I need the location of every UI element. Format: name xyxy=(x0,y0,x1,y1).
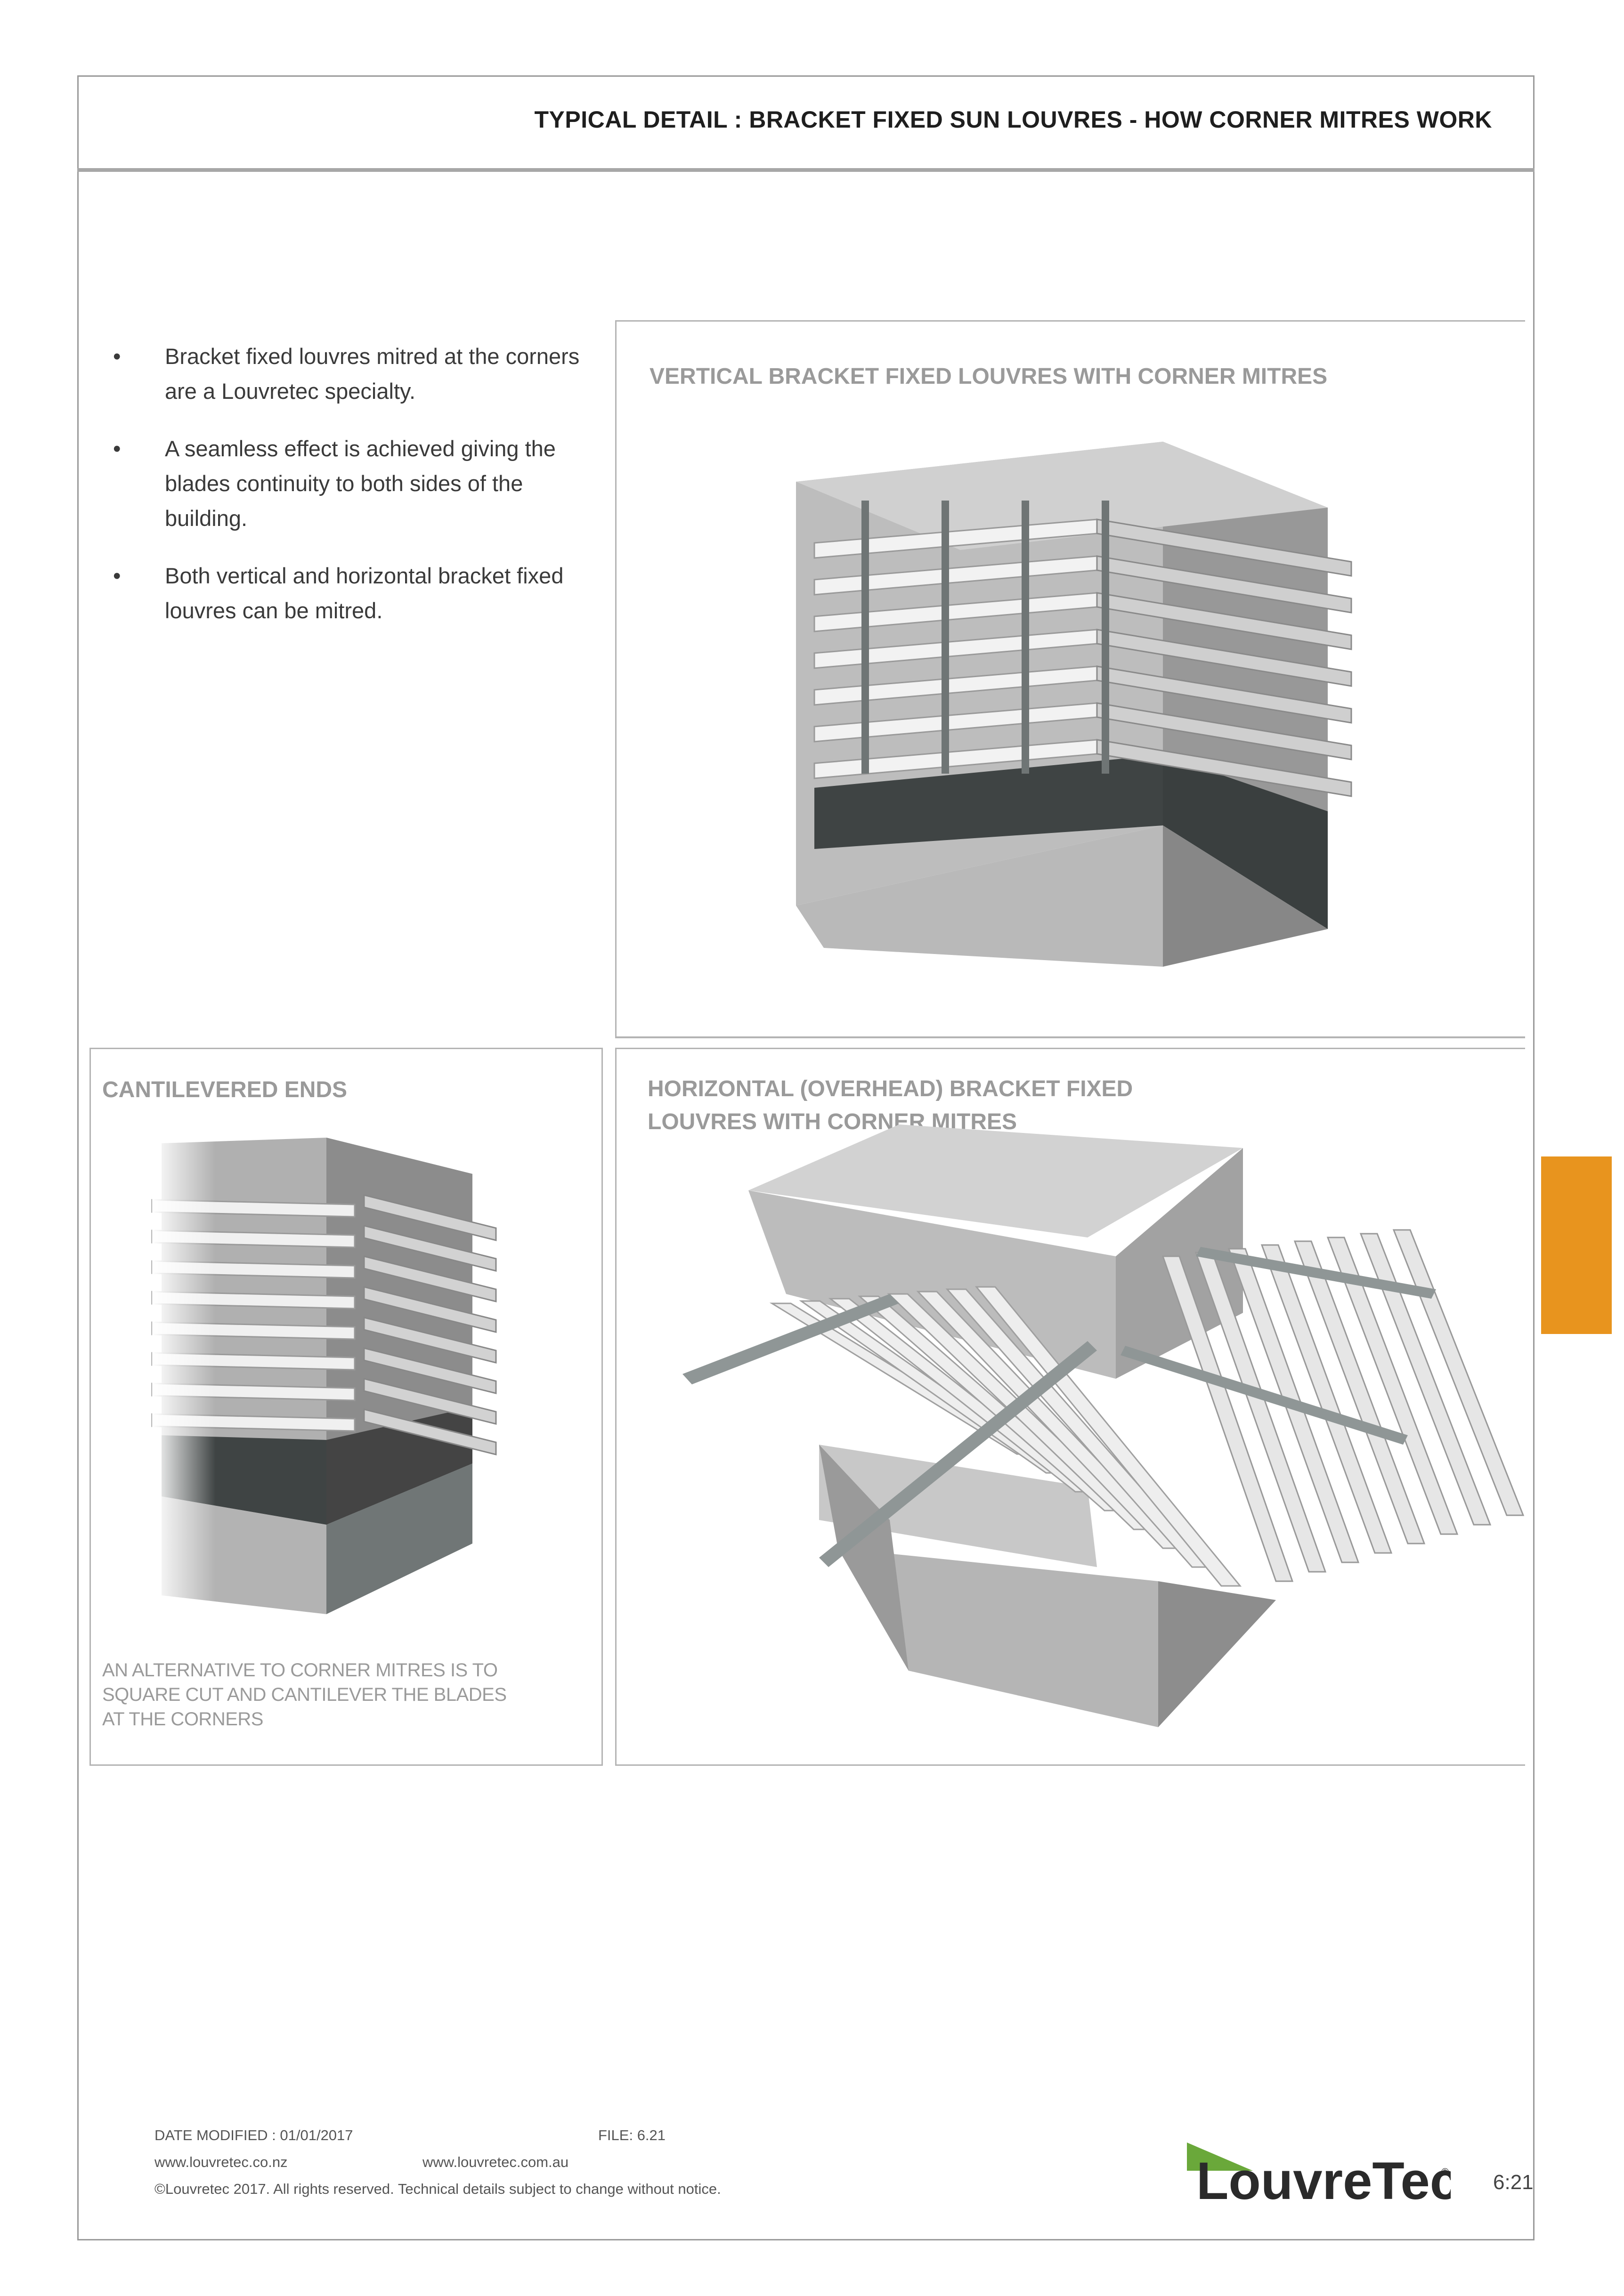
vertical-louvres-illustration xyxy=(796,442,1352,967)
website-nz: www.louvretec.co.nz xyxy=(154,2154,288,2170)
louvre-blade xyxy=(363,1225,497,1272)
page-title: TYPICAL DETAIL : BRACKET FIXED SUN LOUVR… xyxy=(534,106,1492,133)
feature-list: •Bracket fixed louvres mitred at the cor… xyxy=(113,339,584,651)
louvre-blade xyxy=(1359,1233,1492,1526)
panel-title: HORIZONTAL (OVERHEAD) BRACKET FIXED LOUV… xyxy=(648,1076,1133,1134)
louvre-blade xyxy=(1260,1244,1393,1554)
louvre-blade xyxy=(1121,1346,1408,1445)
horizontal-louvres-illustration xyxy=(682,1124,1525,1727)
bullet-icon: • xyxy=(113,344,121,369)
title-divider xyxy=(77,168,1535,172)
panel-title: VERTICAL BRACKET FIXED LOUVRES WITH CORN… xyxy=(650,364,1328,389)
list-item: •Bracket fixed louvres mitred at the cor… xyxy=(113,339,584,409)
page-number: 6:21 xyxy=(1493,2171,1534,2194)
louvre-blade xyxy=(363,1347,497,1394)
louvre-blade xyxy=(1196,1247,1436,1299)
file-number: FILE: 6.21 xyxy=(598,2127,666,2143)
louvre-blade xyxy=(1096,518,1352,577)
support-bracket xyxy=(1102,501,1109,774)
bullet-icon: • xyxy=(113,563,121,588)
louvre-blade xyxy=(1161,1255,1294,1582)
horizontal-louvres-panel: HORIZONTAL (OVERHEAD) BRACKET FIXED LOUV… xyxy=(615,1048,1525,1766)
louvre-blade xyxy=(363,1408,497,1455)
website-au: www.louvretec.com.au xyxy=(422,2154,569,2170)
louvre-blade xyxy=(363,1378,497,1425)
support-bracket xyxy=(1022,501,1029,774)
bullet-icon: • xyxy=(113,436,121,461)
louvre-blade xyxy=(682,1294,899,1384)
page-frame xyxy=(77,75,1535,2240)
svg-text:LouvreTec: LouvreTec xyxy=(1196,2151,1451,2210)
louvre-blade xyxy=(363,1286,497,1333)
copyright: ©Louvretec 2017. All rights reserved. Te… xyxy=(154,2181,721,2197)
support-bracket xyxy=(942,501,949,774)
svg-text:®: ® xyxy=(1441,2166,1449,2178)
list-item: •Both vertical and horizontal bracket fi… xyxy=(113,558,584,628)
louvre-blade xyxy=(1293,1240,1426,1544)
vertical-louvres-panel: VERTICAL BRACKET FIXED LOUVRES WITH CORN… xyxy=(615,320,1525,1038)
louvre-blade xyxy=(363,1255,497,1302)
cantilevered-ends-panel: CANTILEVERED ENDS AN ALTERNATIVE TO CORN… xyxy=(89,1048,603,1766)
louvre-blade xyxy=(819,1341,1097,1567)
list-item: •A seamless effect is achieved giving th… xyxy=(113,431,584,536)
louvre-blade xyxy=(1096,665,1352,724)
panel-title: CANTILEVERED ENDS xyxy=(102,1077,348,1102)
louvre-blade xyxy=(1096,629,1352,687)
panel-caption: AN ALTERNATIVE TO CORNER MITRES IS TO SQ… xyxy=(102,1660,507,1730)
date-modified: DATE MODIFIED : 01/01/2017 xyxy=(154,2127,353,2143)
louvre-blade xyxy=(1096,702,1352,760)
louvre-blade xyxy=(363,1194,497,1241)
louvretec-logo: LouvreTec ® xyxy=(1187,2142,1451,2210)
cantilevered-ends-illustration xyxy=(151,1124,497,1642)
section-tab xyxy=(1541,1156,1612,1334)
louvre-blade xyxy=(1096,739,1352,797)
louvre-blade xyxy=(1392,1229,1525,1516)
support-bracket xyxy=(861,501,869,774)
louvre-blade xyxy=(1096,555,1352,614)
louvre-blade xyxy=(1096,592,1352,650)
louvre-blade xyxy=(363,1317,497,1364)
louvre-blade xyxy=(974,1286,1242,1587)
